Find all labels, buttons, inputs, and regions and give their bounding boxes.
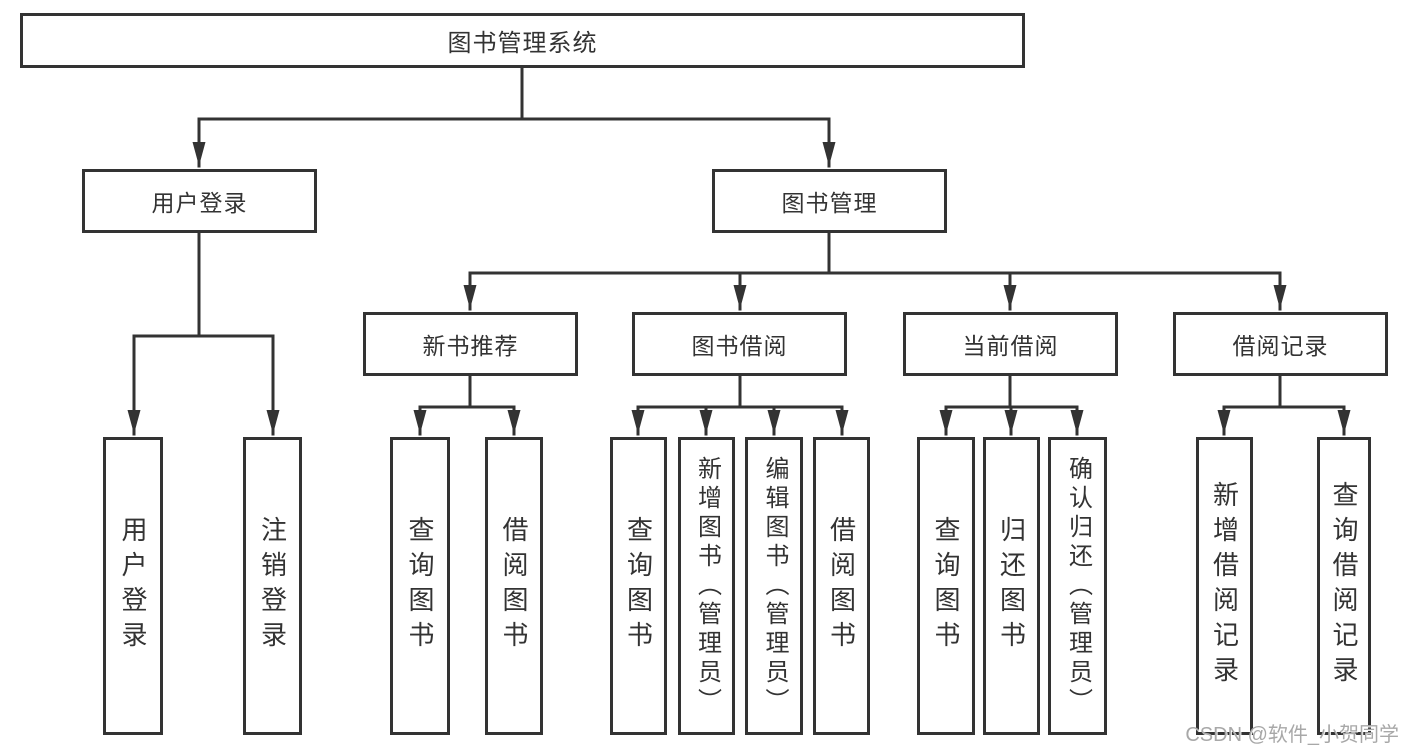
node-book-management: 图书管理 bbox=[712, 169, 947, 233]
node-user-login: 用户登录 bbox=[82, 169, 317, 233]
leaf-query-books-recommend: 查询图书 bbox=[390, 437, 450, 735]
leaf-query-borrow-record: 查询借阅记录 bbox=[1317, 437, 1371, 735]
connector-current-borrow-to-leaves bbox=[939, 374, 1084, 436]
connector-book-mgmt-to-level3 bbox=[463, 231, 1287, 311]
connector-new-book-rec-to-leaves bbox=[413, 374, 521, 436]
leaf-confirm-return-admin: 确认归还（管理员） bbox=[1048, 437, 1107, 735]
node-new-book-recommendation: 新书推荐 bbox=[363, 312, 578, 376]
leaf-add-borrow-record: 新增借阅记录 bbox=[1196, 437, 1253, 735]
leaf-query-books-borrowing: 查询图书 bbox=[610, 437, 667, 735]
leaf-edit-book-admin: 编辑图书（管理员） bbox=[745, 437, 803, 735]
leaf-add-book-admin: 新增图书（管理员） bbox=[678, 437, 735, 735]
connector-root-to-level2 bbox=[192, 66, 836, 168]
connector-user-login-to-leaves bbox=[127, 231, 280, 436]
leaf-query-books-current: 查询图书 bbox=[917, 437, 975, 735]
leaf-return-books: 归还图书 bbox=[983, 437, 1040, 735]
node-current-borrowing: 当前借阅 bbox=[903, 312, 1118, 376]
node-library-management-system: 图书管理系统 bbox=[20, 13, 1025, 68]
connector-borrow-records-to-leaves bbox=[1217, 374, 1351, 436]
leaf-borrow-books-recommend: 借阅图书 bbox=[485, 437, 543, 735]
leaf-user-login: 用户登录 bbox=[103, 437, 163, 735]
node-borrowing-records: 借阅记录 bbox=[1173, 312, 1388, 376]
leaf-logout: 注销登录 bbox=[243, 437, 302, 735]
leaf-borrow-books-borrowing: 借阅图书 bbox=[813, 437, 870, 735]
csdn-watermark: CSDN @软件_小贺同学 bbox=[1185, 724, 1399, 746]
node-book-borrowing: 图书借阅 bbox=[632, 312, 847, 376]
connector-book-borrow-to-leaves bbox=[631, 374, 849, 436]
